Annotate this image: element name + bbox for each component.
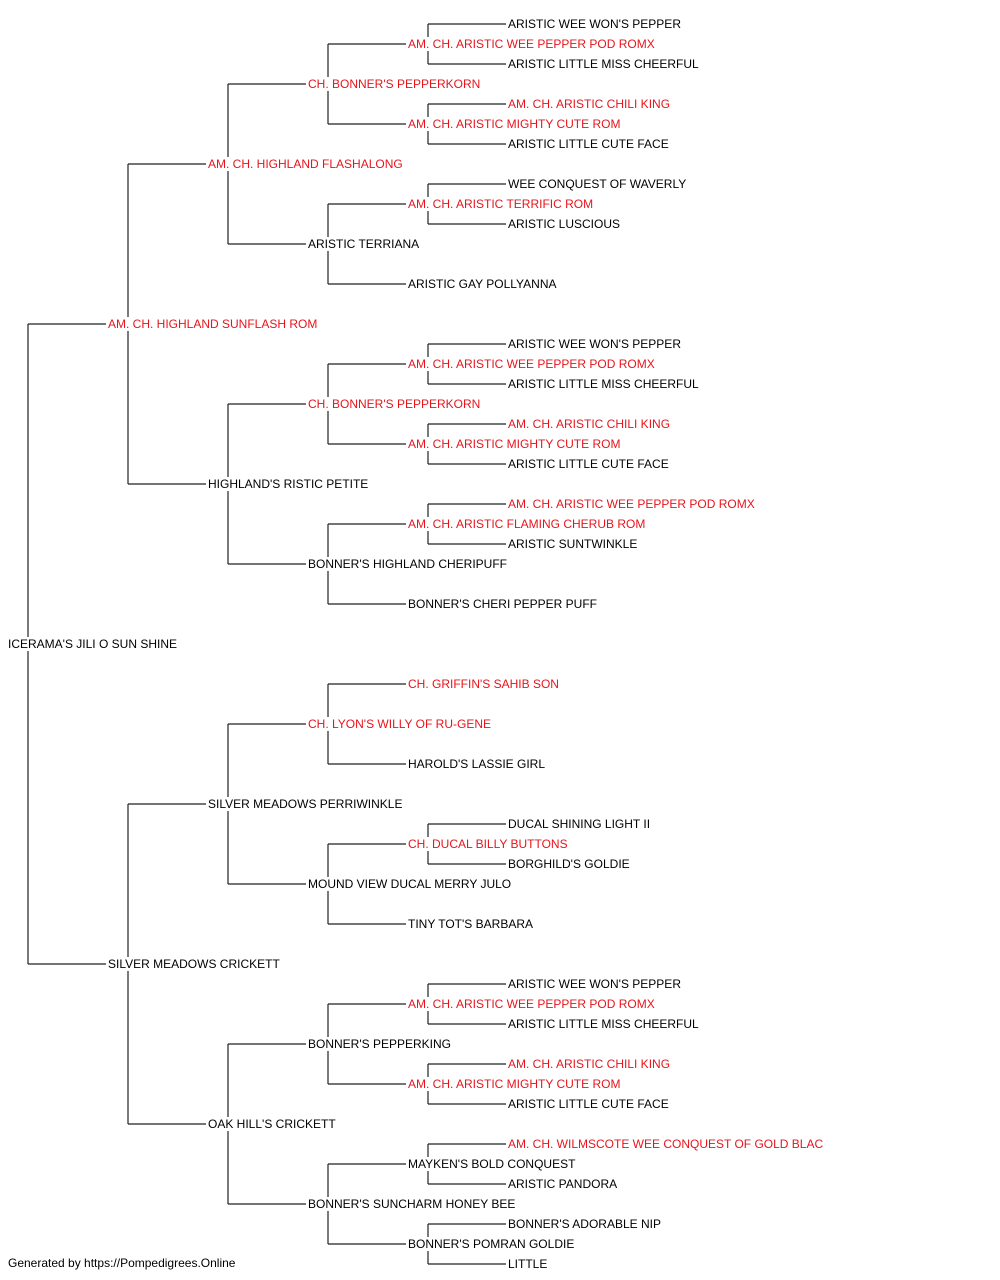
dam-name: ARISTIC PANDORA bbox=[508, 1177, 618, 1191]
dam-name: ARISTIC LITTLE MISS CHEERFUL bbox=[508, 1017, 699, 1031]
sire-name: BONNER'S PEPPERKING bbox=[308, 1037, 451, 1051]
sire-name: AM. CH. HIGHLAND SUNFLASH ROM bbox=[108, 317, 318, 331]
sire-name: AM. CH. ARISTIC FLAMING CHERUB ROM bbox=[408, 517, 646, 531]
sire-name: AM. CH. ARISTIC CHILI KING bbox=[508, 97, 671, 111]
subject-name: ICERAMA'S JILI O SUN SHINE bbox=[8, 637, 177, 651]
sire-name: ARISTIC WEE WON'S PEPPER bbox=[508, 337, 681, 351]
dam-name: SILVER MEADOWS CRICKETT bbox=[108, 957, 280, 971]
sire-name: CH. BONNER'S PEPPERKORN bbox=[308, 397, 481, 411]
footer-credit: Generated by https://Pompedigrees.Online bbox=[8, 1256, 236, 1270]
sire-name: WEE CONQUEST OF WAVERLY bbox=[508, 177, 687, 191]
sire-name: AM. CH. HIGHLAND FLASHALONG bbox=[208, 157, 403, 171]
dam-name: BONNER'S POMRAN GOLDIE bbox=[408, 1237, 575, 1251]
sire-name: AM. CH. ARISTIC WEE PEPPER POD ROMX bbox=[408, 357, 655, 371]
dam-name: ARISTIC TERRIANA bbox=[308, 237, 420, 251]
sire-name: MAYKEN'S BOLD CONQUEST bbox=[408, 1157, 576, 1171]
dam-name: AM. CH. ARISTIC MIGHTY CUTE ROM bbox=[408, 117, 621, 131]
sire-name: AM. CH. ARISTIC TERRIFIC ROM bbox=[408, 197, 594, 211]
dam-name: HIGHLAND'S RISTIC PETITE bbox=[208, 477, 369, 491]
dam-name: BORGHILD'S GOLDIE bbox=[508, 857, 630, 871]
sire-name: AM. CH. ARISTIC CHILI KING bbox=[508, 417, 671, 431]
sire-name: DUCAL SHINING LIGHT II bbox=[508, 817, 651, 831]
sire-name: CH. GRIFFIN'S SAHIB SON bbox=[408, 677, 559, 691]
sire-name: ARISTIC WEE WON'S PEPPER bbox=[508, 977, 681, 991]
dam-name: ARISTIC SUNTWINKLE bbox=[508, 537, 638, 551]
sire-name: AM. CH. ARISTIC CHILI KING bbox=[508, 1057, 671, 1071]
sire-name: CH. LYON'S WILLY OF RU-GENE bbox=[308, 717, 491, 731]
sire-name: AM. CH. WILMSCOTE WEE CONQUEST OF GOLD B… bbox=[508, 1137, 824, 1151]
dam-name: ARISTIC LITTLE MISS CHEERFUL bbox=[508, 377, 699, 391]
dam-name: TINY TOT'S BARBARA bbox=[408, 917, 533, 931]
sire-name: AM. CH. ARISTIC WEE PEPPER POD ROMX bbox=[408, 37, 655, 51]
dam-name: AM. CH. ARISTIC MIGHTY CUTE ROM bbox=[408, 437, 621, 451]
dam-name: ARISTIC LITTLE CUTE FACE bbox=[508, 1097, 669, 1111]
dam-name: LITTLE bbox=[508, 1257, 548, 1271]
dam-name: MOUND VIEW DUCAL MERRY JULO bbox=[308, 877, 512, 891]
dam-name: BONNER'S SUNCHARM HONEY BEE bbox=[308, 1197, 516, 1211]
sire-name: CH. BONNER'S PEPPERKORN bbox=[308, 77, 481, 91]
dam-name: HAROLD'S LASSIE GIRL bbox=[408, 757, 546, 771]
dam-name: ARISTIC LUSCIOUS bbox=[508, 217, 621, 231]
dam-name: OAK HILL'S CRICKETT bbox=[208, 1117, 336, 1131]
dam-name: ARISTIC LITTLE MISS CHEERFUL bbox=[508, 57, 699, 71]
sire-name: ARISTIC WEE WON'S PEPPER bbox=[508, 17, 681, 31]
sire-name: AM. CH. ARISTIC WEE PEPPER POD ROMX bbox=[508, 497, 755, 511]
dam-name: ARISTIC GAY POLLYANNA bbox=[408, 277, 557, 291]
dam-name: AM. CH. ARISTIC MIGHTY CUTE ROM bbox=[408, 1077, 621, 1091]
sire-name: BONNER'S ADORABLE NIP bbox=[508, 1217, 661, 1231]
sire-name: CH. DUCAL BILLY BUTTONS bbox=[408, 837, 568, 851]
dam-name: BONNER'S CHERI PEPPER PUFF bbox=[408, 597, 597, 611]
sire-name: AM. CH. ARISTIC WEE PEPPER POD ROMX bbox=[408, 997, 655, 1011]
dam-name: BONNER'S HIGHLAND CHERIPUFF bbox=[308, 557, 507, 571]
sire-name: SILVER MEADOWS PERRIWINKLE bbox=[208, 797, 403, 811]
dam-name: ARISTIC LITTLE CUTE FACE bbox=[508, 137, 669, 151]
dam-name: ARISTIC LITTLE CUTE FACE bbox=[508, 457, 669, 471]
